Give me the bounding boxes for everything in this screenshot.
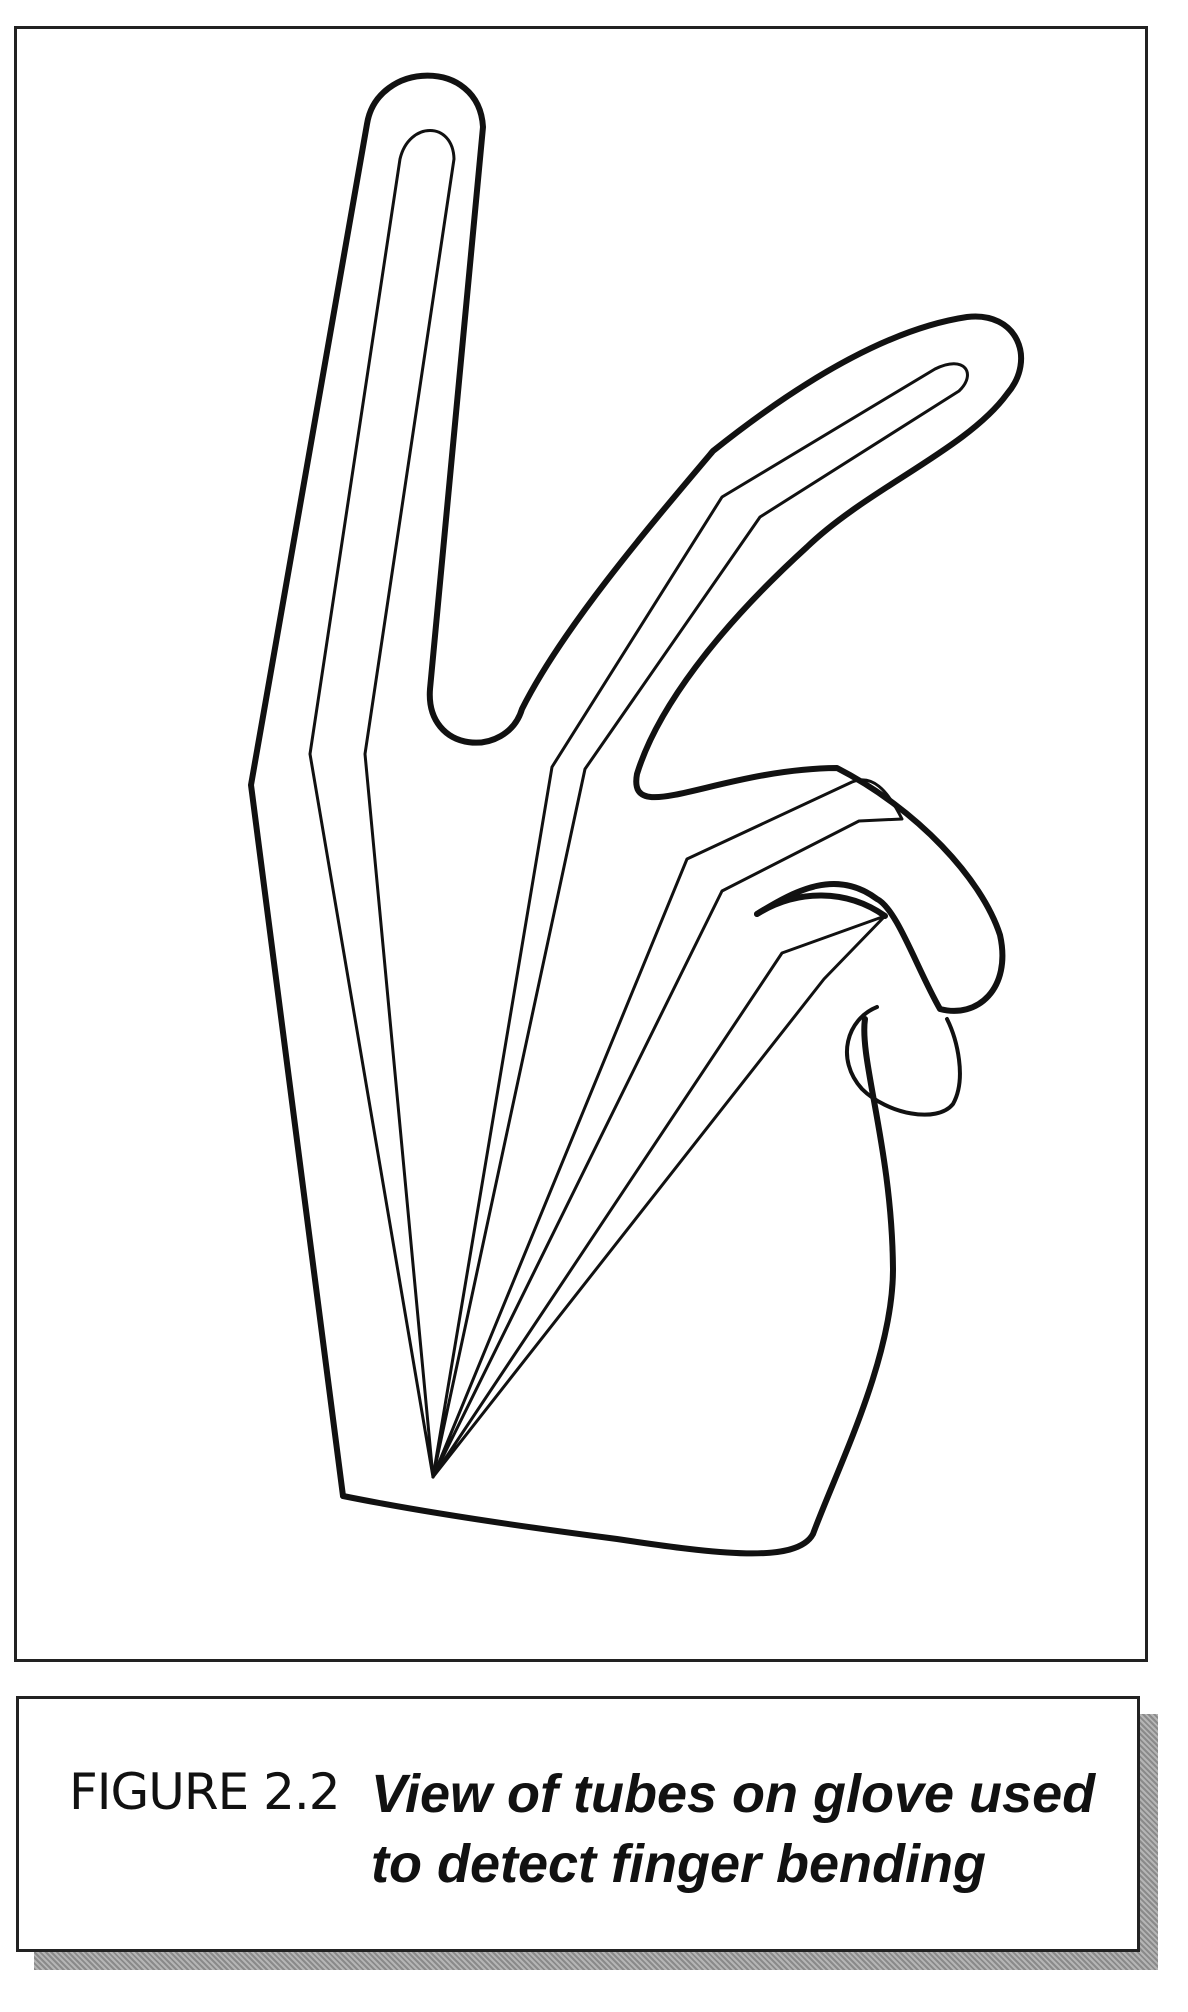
glove-diagram [17, 29, 1145, 1659]
figure-caption: View of tubes on glove used to detect fi… [371, 1759, 1131, 1899]
pinky-outline [757, 895, 885, 916]
figure-frame [14, 26, 1148, 1662]
figure-number: FIGURE 2.2 [69, 1763, 340, 1821]
pinky-tube [433, 916, 885, 1477]
caption-box: FIGURE 2.2 View of tubes on glove used t… [16, 1696, 1140, 1952]
